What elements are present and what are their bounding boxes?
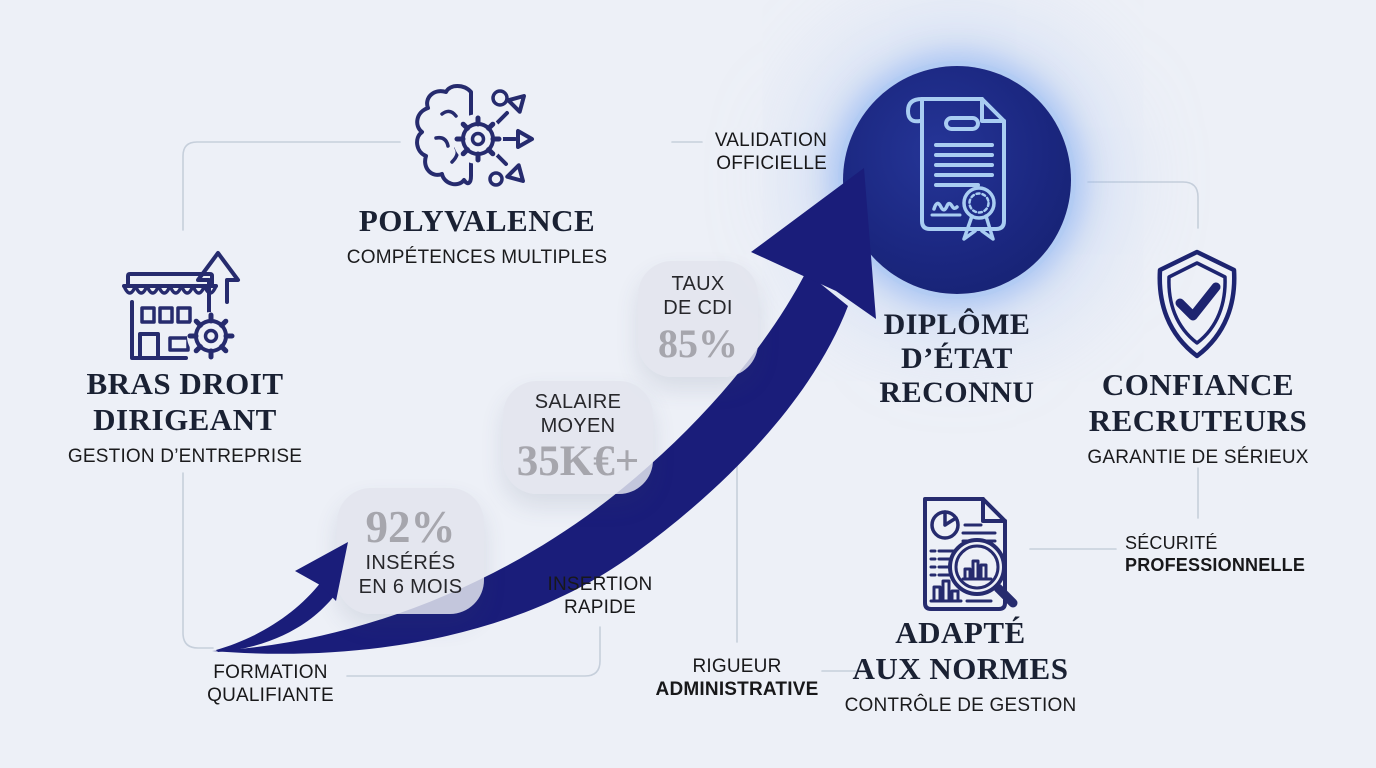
- node-subtitle: GESTION D’ENTREPRISE: [67, 446, 303, 467]
- stat-label: SALAIRE: [534, 391, 622, 413]
- connector-polyvalence-bras: [182, 141, 401, 231]
- connector-bras-formation: [182, 472, 214, 649]
- stat-label: DE CDI: [663, 297, 733, 319]
- annotation-rigueur-administrative: RIGUEUR ADMINISTRATIVE: [637, 655, 837, 701]
- annotation-formation-qualifiante: FORMATION QUALIFIANTE: [178, 661, 363, 707]
- stat-bubble-taux-cdi: TAUX DE CDI 85%: [638, 261, 758, 377]
- node-subtitle: COMPÉTENCES MULTIPLES: [346, 247, 608, 268]
- annotation-line: PROFESSIONNELLE: [1125, 555, 1306, 575]
- stat-bubble-salaire: SALAIRE MOYEN 35K€+: [503, 381, 653, 494]
- annotation-line: RAPIDE: [564, 597, 636, 618]
- brain-gears-arrows-icon: [408, 76, 538, 211]
- annotation-line: INSERTION: [547, 574, 653, 595]
- annotation-insertion-rapide: INSERTION RAPIDE: [515, 573, 685, 619]
- annotation-line: RIGUEUR: [692, 656, 782, 677]
- annotation-securite-professionnelle: SÉCURITÉ PROFESSIONNELLE: [1125, 532, 1335, 576]
- annotation-validation-officielle: VALIDATION OFFICIELLE: [627, 129, 827, 175]
- certificate-medal-icon: [906, 97, 1006, 241]
- diploma-highlight-circle: [843, 66, 1071, 294]
- growth-arrow-head: [751, 168, 876, 319]
- annotation-line: FORMATION: [213, 662, 328, 683]
- node-polyvalence: POLYVALENCE COMPÉTENCES MULTIPLES: [327, 203, 627, 269]
- node-bras-droit-dirigeant: BRAS DROIT DIRIGEANT GESTION D’ENTREPRIS…: [28, 366, 342, 468]
- node-title: BRAS DROIT: [86, 366, 284, 401]
- node-adapte-aux-normes: ADAPTÉ AUX NORMES CONTRÔLE DE GESTION: [808, 615, 1113, 717]
- node-subtitle: GARANTIE DE SÉRIEUX: [1087, 447, 1309, 468]
- node-title: DIPLÔME: [883, 308, 1031, 341]
- shield-check-icon: [1147, 245, 1247, 368]
- stat-label: EN 6 MOIS: [358, 575, 463, 598]
- node-title: AUX NORMES: [852, 651, 1069, 686]
- annotation-line: VALIDATION: [714, 130, 827, 151]
- stat-label: INSÉRÉS: [365, 551, 456, 574]
- stat-value: 92%: [365, 501, 456, 552]
- node-title: RECRUTEURS: [1088, 403, 1308, 438]
- stat-label: TAUX: [671, 273, 725, 295]
- stat-value: 85%: [658, 321, 738, 366]
- node-title: CONFIANCE: [1101, 367, 1295, 402]
- node-title: ADAPTÉ: [895, 615, 1026, 650]
- storefront-gear-growth-icon: [112, 240, 252, 385]
- node-confiance-recruteurs: CONFIANCE RECRUTEURS GARANTIE DE SÉRIEUX: [1040, 367, 1356, 469]
- stat-label: MOYEN: [540, 415, 616, 437]
- annotation-line: SÉCURITÉ: [1125, 533, 1218, 553]
- growth-arrow-body: [212, 272, 848, 654]
- connector-circle-shield: [1087, 181, 1199, 229]
- annotation-line: OFFICIELLE: [716, 153, 827, 174]
- stat-value: 35K€+: [516, 438, 640, 485]
- annotation-line: QUALIFIANTE: [207, 685, 334, 706]
- report-magnifier-icon: [903, 489, 1028, 622]
- node-subtitle: CONTRÔLE DE GESTION: [844, 695, 1077, 716]
- node-diplome-etat-reconnu: DIPLÔME D’ÉTAT RECONNU: [827, 308, 1087, 410]
- node-title: POLYVALENCE: [358, 203, 596, 238]
- node-title: RECONNU: [879, 376, 1035, 409]
- annotation-line: ADMINISTRATIVE: [655, 679, 819, 700]
- node-title: D’ÉTAT: [901, 342, 1013, 375]
- connector-insertion-formation: [346, 626, 601, 677]
- stat-bubble-inseres: 92% INSÉRÉS EN 6 MOIS: [337, 488, 484, 614]
- node-title: DIRIGEANT: [93, 402, 277, 437]
